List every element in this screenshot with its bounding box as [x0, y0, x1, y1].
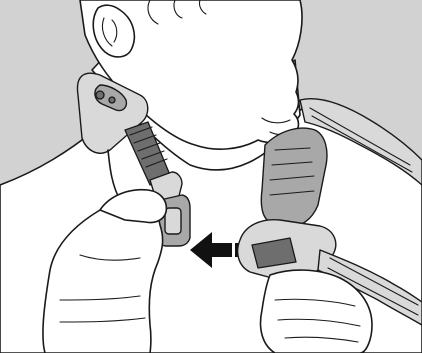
instruction-illustration	[0, 0, 422, 353]
illustration-svg	[0, 0, 422, 353]
